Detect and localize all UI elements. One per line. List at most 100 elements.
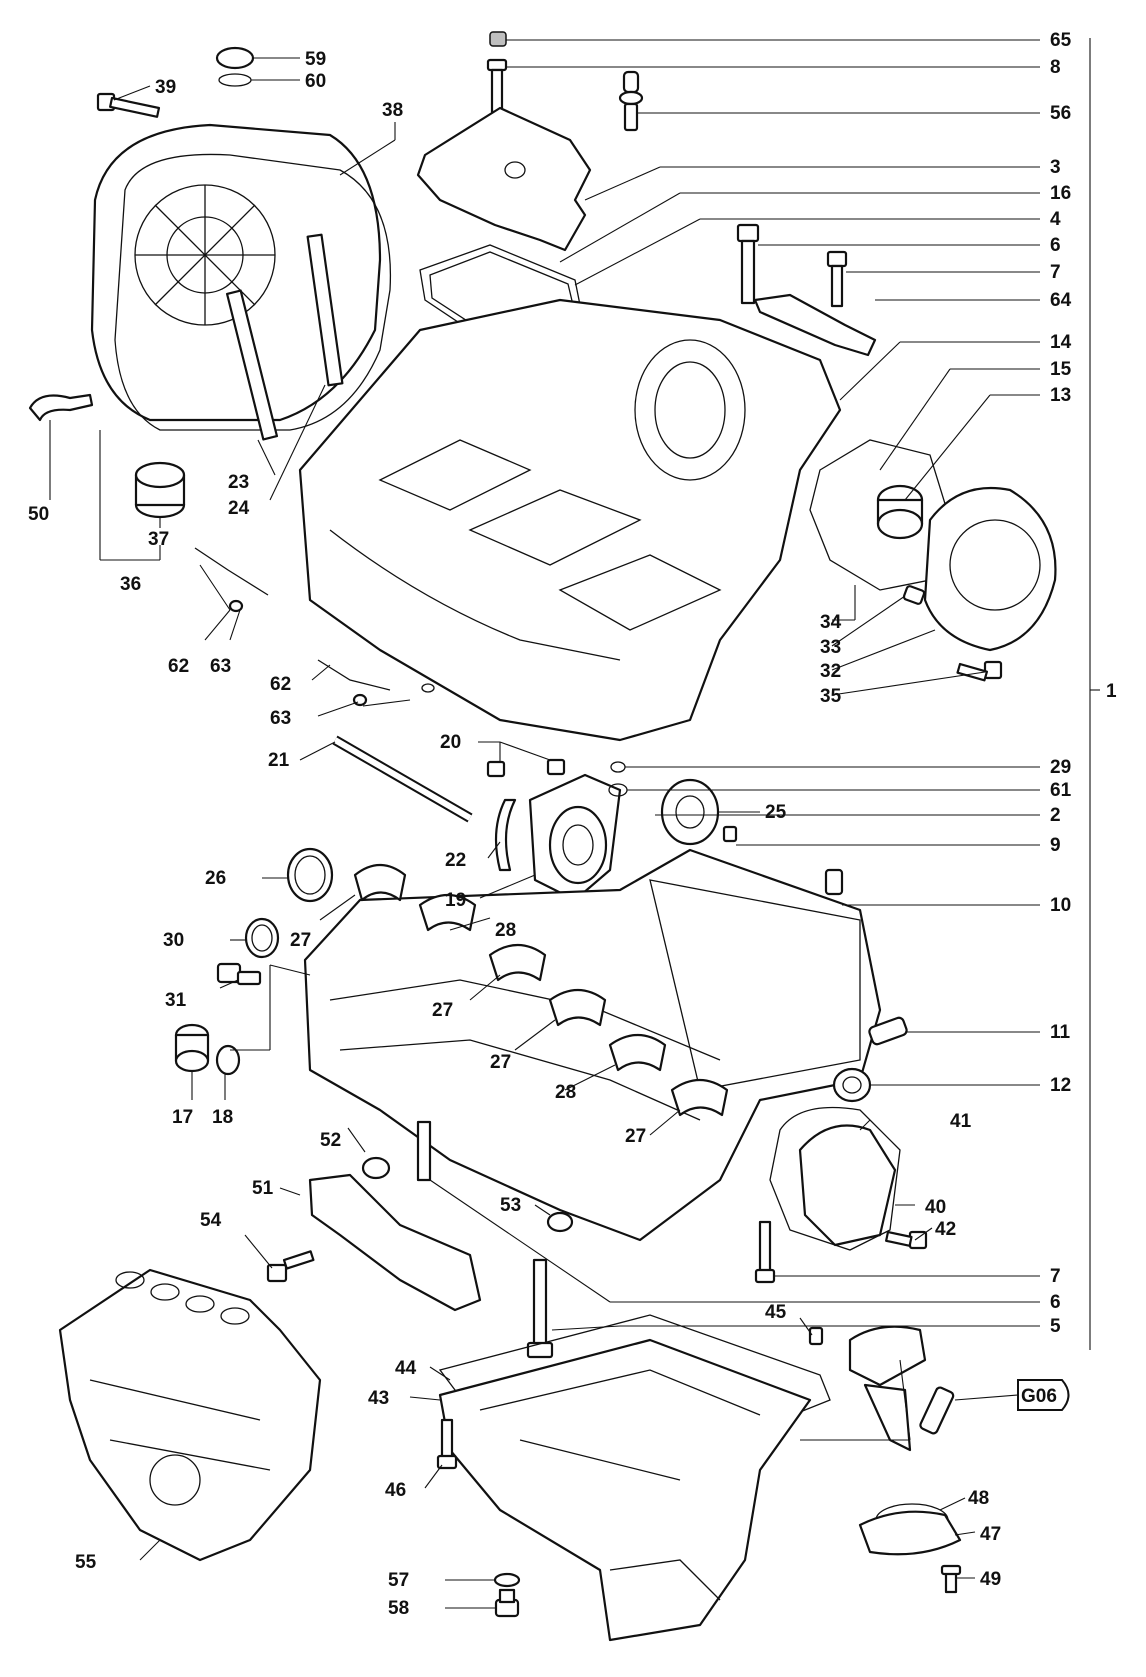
inner-leaders xyxy=(49,57,1019,1609)
part-29-oring xyxy=(610,761,626,773)
label-17: 17 xyxy=(172,1107,193,1128)
label-46: 46 xyxy=(385,1480,406,1501)
label-36: 36 xyxy=(120,574,141,595)
label-27c: 27 xyxy=(490,1052,511,1073)
label-2: 2 xyxy=(1050,805,1061,826)
part-12-bearing xyxy=(832,1067,872,1103)
label-6: 6 xyxy=(1050,235,1061,256)
part-60-oring xyxy=(218,73,252,87)
label-11: 11 xyxy=(1050,1022,1071,1043)
label-50: 50 xyxy=(28,504,49,525)
label-5: 5 xyxy=(1050,1316,1061,1337)
label-21: 21 xyxy=(268,750,290,771)
label-27b: 27 xyxy=(432,1000,453,1021)
part-18-washer xyxy=(215,1044,241,1076)
part-50-clip xyxy=(28,393,94,422)
label-10: 10 xyxy=(1050,895,1071,916)
part-7-bolt-lower xyxy=(758,1220,772,1274)
label-30: 30 xyxy=(163,930,184,951)
part-31-sensor xyxy=(216,962,262,986)
label-28b: 28 xyxy=(555,1082,576,1103)
label-34: 34 xyxy=(820,612,842,633)
lower-crankcase-details xyxy=(329,879,861,1121)
part-6-bolt xyxy=(736,223,760,305)
part-47-cover xyxy=(858,1510,962,1556)
label-33: 33 xyxy=(820,637,841,658)
label-45: 45 xyxy=(765,1302,787,1323)
part-53-washer xyxy=(546,1211,574,1233)
label-20: 20 xyxy=(440,732,461,753)
part-13-coupling xyxy=(876,484,924,540)
part-65 xyxy=(489,31,507,47)
part-49-bolt xyxy=(940,1564,962,1594)
part-5-bolt xyxy=(532,1258,548,1347)
lower-crankcase xyxy=(303,848,882,1242)
label-62a: 62 xyxy=(168,656,189,677)
part-51-bracket xyxy=(308,1173,482,1312)
part-10-dowel xyxy=(824,868,844,896)
right-leaders xyxy=(429,39,1040,1331)
part-38-gasket xyxy=(114,153,392,431)
part-11-dowel xyxy=(868,1016,908,1046)
part-30-ring xyxy=(244,917,280,959)
label-43: 43 xyxy=(368,1388,389,1409)
label-41: 41 xyxy=(950,1111,972,1132)
part-22-plate xyxy=(494,798,517,872)
label-22: 22 xyxy=(445,850,466,871)
oil-pickup xyxy=(848,1325,955,1452)
part-19-bearing-housing xyxy=(528,773,622,902)
part-55-engine-assembly xyxy=(58,1268,322,1562)
bearing-shells xyxy=(353,863,729,1117)
label-18: 18 xyxy=(212,1107,233,1128)
part-33-dowel xyxy=(902,585,926,605)
part-64-bracket xyxy=(753,293,877,357)
label-59: 59 xyxy=(305,49,326,70)
part-32-generator-cover xyxy=(923,486,1057,652)
label-14: 14 xyxy=(1050,332,1072,353)
part-62-jet-b xyxy=(317,659,391,691)
part-40-cover xyxy=(798,1124,897,1247)
g06-callout-box xyxy=(1017,1379,1070,1411)
label-39: 39 xyxy=(155,77,176,98)
label-54: 54 xyxy=(200,1210,222,1231)
label-6b: 6 xyxy=(1050,1292,1061,1313)
part-37-plug xyxy=(134,461,186,519)
part-24-pin xyxy=(306,233,344,387)
label-37: 37 xyxy=(148,529,169,550)
label-63a: 63 xyxy=(210,656,231,677)
label-55: 55 xyxy=(75,1552,97,1573)
label-27a: 27 xyxy=(290,930,311,951)
label-65: 65 xyxy=(1050,30,1072,51)
label-60: 60 xyxy=(305,71,326,92)
part-58-drain-plug xyxy=(494,1588,520,1618)
label-64: 64 xyxy=(1050,290,1072,311)
upper-crankcase xyxy=(298,298,842,742)
label-1: 1 xyxy=(1106,681,1117,702)
part-54-bolt xyxy=(266,1250,315,1283)
label-8: 8 xyxy=(1050,57,1061,78)
label-56: 56 xyxy=(1050,103,1071,124)
label-38: 38 xyxy=(382,100,403,121)
inner-labels: 39 59 60 38 50 23 24 37 36 62 63 62 63 3… xyxy=(28,49,1001,1619)
label-13: 13 xyxy=(1050,385,1071,406)
part-57-washer xyxy=(493,1572,521,1588)
label-15: 15 xyxy=(1050,359,1072,380)
upper-crankcase-details xyxy=(329,339,746,661)
oil-pan-details xyxy=(479,1369,761,1601)
label-58: 58 xyxy=(388,1598,409,1619)
right-labels: 65 8 56 3 16 4 6 7 64 14 15 13 1 29 61 2… xyxy=(1021,30,1117,1407)
label-12: 12 xyxy=(1050,1075,1071,1096)
part-39-bolt xyxy=(96,92,161,118)
part-35-bolt xyxy=(956,660,1003,682)
part-17-plug xyxy=(174,1023,210,1073)
label-61: 61 xyxy=(1050,780,1072,801)
label-44: 44 xyxy=(395,1358,417,1379)
part-63-oring xyxy=(421,683,435,693)
part-3-cover xyxy=(416,106,592,252)
label-53: 53 xyxy=(500,1195,521,1216)
label-4: 4 xyxy=(1050,209,1061,230)
part-42-bolt xyxy=(885,1230,928,1250)
label-28a: 28 xyxy=(495,920,516,941)
label-40: 40 xyxy=(925,1197,946,1218)
